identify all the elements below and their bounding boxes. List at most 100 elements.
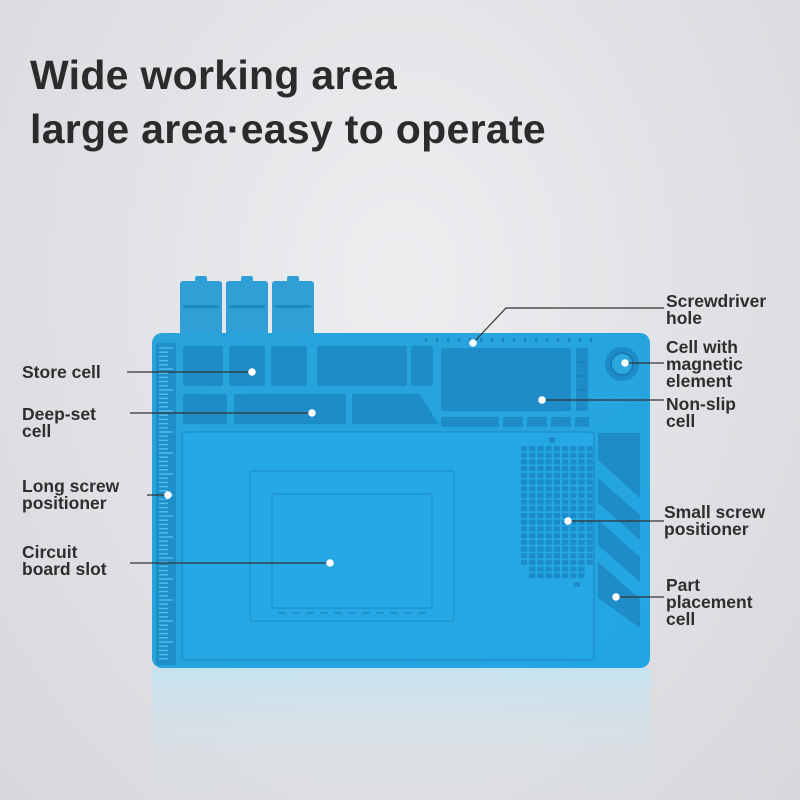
screwdriver-hole-dot (458, 338, 461, 342)
label-deep-set-cell: Deep-set cell (22, 404, 96, 441)
callout-dots (164, 339, 629, 601)
screw-grid-cell (553, 466, 560, 472)
screw-grid-cell (570, 559, 577, 565)
screw-grid-cell (537, 526, 544, 532)
label-circuit-board-slot: Circuit board slot (22, 542, 107, 579)
screw-grid-cell (586, 446, 593, 451)
screw-grid-cell (578, 486, 585, 492)
screw-grid-cell (570, 506, 577, 512)
screw-grid-cell (562, 452, 569, 458)
screw-grid-cell (521, 513, 528, 518)
screw-grid-cell (537, 472, 544, 478)
screw-grid-cell (529, 486, 536, 492)
screw-grid-cell (562, 533, 569, 539)
screw-grid-cell (529, 519, 536, 525)
screw-grid-cell (537, 499, 544, 505)
screw-grid-cell (578, 573, 585, 579)
screw-grid-cell (553, 546, 560, 552)
screw-grid-cell (553, 526, 560, 532)
part-placement-slots (598, 433, 640, 628)
screwdriver-hole-dot (579, 338, 582, 342)
screw-grid-cell (570, 472, 577, 478)
screw-grid-cell (529, 553, 536, 559)
screw-grid-cell (578, 459, 585, 465)
screw-grid-cell (521, 499, 528, 505)
screwdriver-hole-dot (425, 338, 428, 342)
screw-grid-cell (553, 446, 560, 451)
screw-grid-cell (586, 513, 593, 518)
screw-grid-cell (521, 452, 528, 458)
slot-dash (278, 612, 286, 614)
label-small-screw-positioner: Small screw positioner (664, 502, 766, 539)
screw-grid-cell (553, 539, 560, 545)
screw-grid-cell (553, 459, 560, 465)
screw-grid-cell (562, 472, 569, 478)
circuit-board-slot-shape (249, 470, 455, 622)
mat-reflection (152, 668, 650, 800)
screw-grid-cell (521, 472, 528, 478)
screwdriver-hole-dot (557, 338, 560, 342)
slot-dash (362, 612, 370, 614)
screw-grid-cell (562, 499, 569, 505)
screw-grid-cell (586, 559, 593, 565)
screw-grid-cell (545, 446, 552, 451)
slot-dash (306, 612, 314, 614)
screw-grid-cell (545, 479, 552, 485)
screwdriver-hole-dot (502, 338, 505, 342)
non-slip-cell-shape (441, 348, 571, 411)
screw-grid-cell (537, 466, 544, 472)
screw-grid-cell (570, 486, 577, 492)
slot-dash (334, 612, 342, 614)
screw-grid-cell (578, 452, 585, 458)
screwdriver-hole-dot (469, 338, 472, 342)
slot-dash (348, 612, 356, 614)
screw-grid-cell (537, 573, 544, 579)
screw-grid-cell (537, 479, 544, 485)
deep-set-cells (183, 394, 438, 424)
screw-grid-cell (578, 472, 585, 478)
screw-grid-cell (529, 513, 536, 518)
screw-grid-cell (562, 553, 569, 559)
screw-grid-cell (578, 533, 585, 539)
screw-grid-cell (521, 492, 528, 498)
store-cells (183, 346, 433, 386)
screw-grid-cell (521, 446, 528, 451)
screw-grid-cell (578, 526, 585, 532)
label-screwdriver-hole: Screwdriver hole (666, 291, 767, 328)
screw-grid-cell (521, 546, 528, 552)
screw-grid-cell (521, 506, 528, 512)
screw-grid-cell (586, 472, 593, 478)
screw-grid-cell (562, 486, 569, 492)
screwdriver-holes (425, 338, 593, 342)
screw-grid-cell (545, 526, 552, 532)
long-screw-ruler (156, 343, 176, 665)
screw-grid-cell (529, 559, 536, 565)
screw-grid-cell (521, 459, 528, 465)
screw-grid-cell (545, 459, 552, 465)
screw-grid-cell (562, 479, 569, 485)
screw-grid-cell (521, 559, 528, 565)
screw-grid-cell (549, 437, 555, 443)
screw-grid-cell (578, 506, 585, 512)
screw-grid-cell (570, 499, 577, 505)
screw-grid-cell (529, 466, 536, 472)
screw-grid-cell (537, 513, 544, 518)
label-long-screw-positioner: Long screw positioner (22, 476, 120, 513)
screw-grid-cell (545, 533, 552, 539)
callout-lines (127, 307, 664, 598)
screw-grid-cell (586, 526, 593, 532)
screw-grid-cell (529, 526, 536, 532)
screw-grid-cell (545, 546, 552, 552)
slot-dash (376, 612, 384, 614)
work-area (181, 431, 595, 661)
screwdriver-hole-dot (535, 338, 538, 342)
screwdriver-hole-dot (590, 338, 593, 342)
screw-grid-cell (537, 546, 544, 552)
screw-grid-cell (529, 573, 536, 579)
screw-grid-cell (562, 539, 569, 545)
slot-dash (390, 612, 398, 614)
screw-grid-cell (553, 566, 560, 572)
screw-grid-cell (529, 479, 536, 485)
screw-grid-cell (570, 566, 577, 572)
screw-grid-cell (578, 466, 585, 472)
